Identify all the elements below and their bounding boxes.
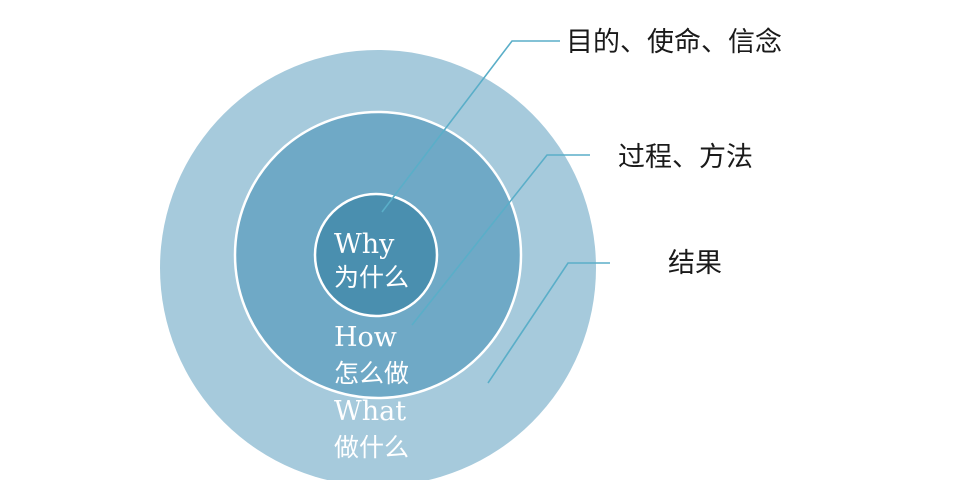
how-label-en: How [334, 322, 397, 353]
why-label-zh: 为什么 [334, 263, 409, 292]
leader-line-what [487, 262, 610, 384]
callout-how: 过程、方法 [618, 142, 753, 173]
what-label-zh: 做什么 [334, 433, 409, 462]
why-label-en: Why [334, 229, 395, 260]
leader-line-why [381, 40, 560, 213]
what-label-en: What [334, 396, 406, 427]
callout-why: 目的、使命、信念 [566, 27, 782, 58]
inner-circle-why [313, 192, 439, 318]
leader-line-how [411, 154, 590, 326]
callout-what: 结果 [668, 248, 722, 279]
how-label-zh: 怎么做 [334, 359, 409, 388]
